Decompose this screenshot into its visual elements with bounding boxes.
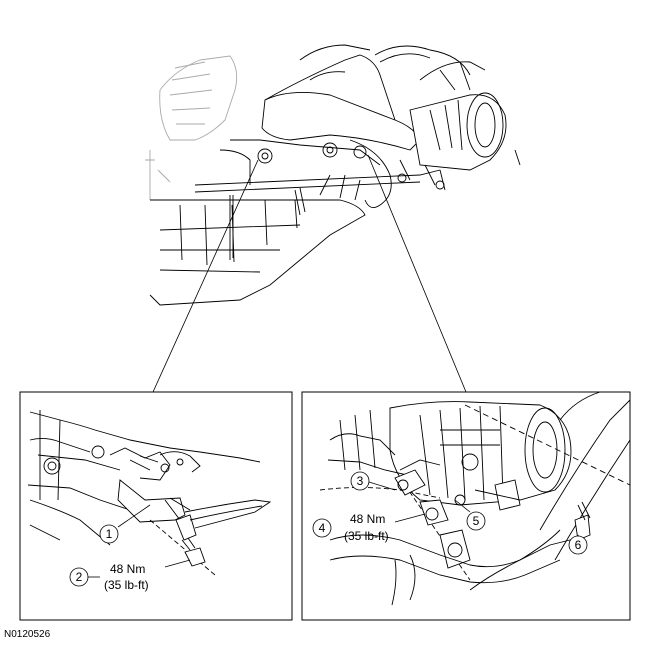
engine-overview-illustration (145, 44, 521, 306)
right-detail-illustration (319, 391, 631, 606)
detail-view-left: 1 2 48 Nm (35 lb-ft) (19, 391, 293, 621)
torque-left-nm: 48 Nm (110, 562, 145, 576)
callout-5-label: 5 (473, 514, 480, 528)
torque-left-lbft: (35 lb-ft) (104, 578, 149, 592)
callout-3-circle (350, 471, 370, 491)
detail-leader-lines (152, 154, 467, 393)
callout-4-circle (312, 518, 332, 538)
callout-4-label: 4 (319, 521, 326, 535)
torque-right-nm: 48 Nm (350, 512, 385, 526)
callout-2-circle (69, 567, 89, 587)
callout-6-label: 6 (575, 538, 582, 552)
torque-right-lbft: (35 lb-ft) (344, 529, 389, 543)
callout-3-label: 3 (357, 474, 364, 488)
callout-2-label: 2 (76, 570, 83, 584)
callout-1-label: 1 (106, 527, 113, 541)
callout-6-circle (568, 535, 588, 555)
document-id: N0120526 (4, 629, 51, 640)
callout-5-circle (466, 511, 486, 531)
detail-view-right: 3 4 48 Nm (35 lb-ft) 5 6 (301, 391, 631, 621)
left-detail-illustration (27, 410, 272, 576)
callout-1-circle (99, 524, 119, 544)
